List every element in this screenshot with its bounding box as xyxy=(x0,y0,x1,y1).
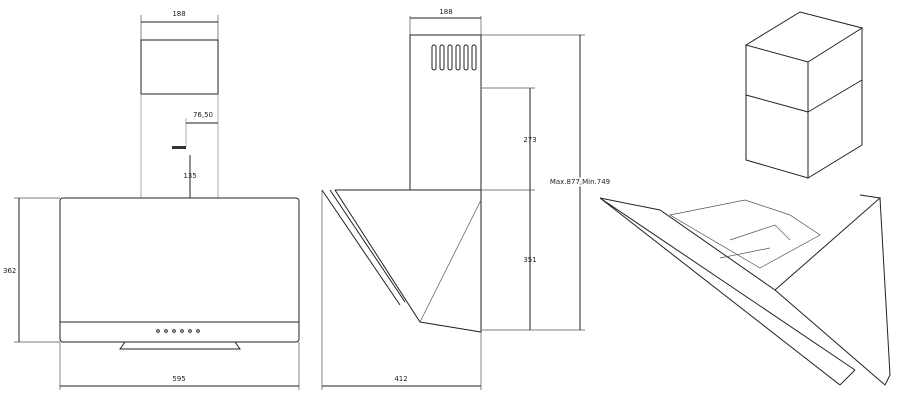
side-view: 188 273 351 Max.877,Min.749 412 xyxy=(321,8,612,390)
side-total-height-label: Max.877,Min.749 xyxy=(550,178,610,186)
front-bracket-height-label: 135 xyxy=(183,172,196,180)
side-overall-depth-label: 412 xyxy=(394,375,407,383)
front-chimney-width-label: 188 xyxy=(172,10,185,18)
front-bracket-offset-label: 76,50 xyxy=(193,111,213,119)
side-lower-height-label: 351 xyxy=(523,256,536,264)
side-upper-height-label: 273 xyxy=(523,136,536,144)
front-overall-width-label: 595 xyxy=(172,375,185,383)
side-chimney-width-label: 188 xyxy=(439,8,452,16)
front-canopy-height-label: 362 xyxy=(3,267,16,275)
wall-bracket-icon xyxy=(172,146,186,149)
isometric-view xyxy=(599,11,891,386)
vent-slots xyxy=(431,44,477,71)
front-view: 188 76,50 135 362 595 xyxy=(3,10,300,390)
control-buttons xyxy=(156,329,200,333)
